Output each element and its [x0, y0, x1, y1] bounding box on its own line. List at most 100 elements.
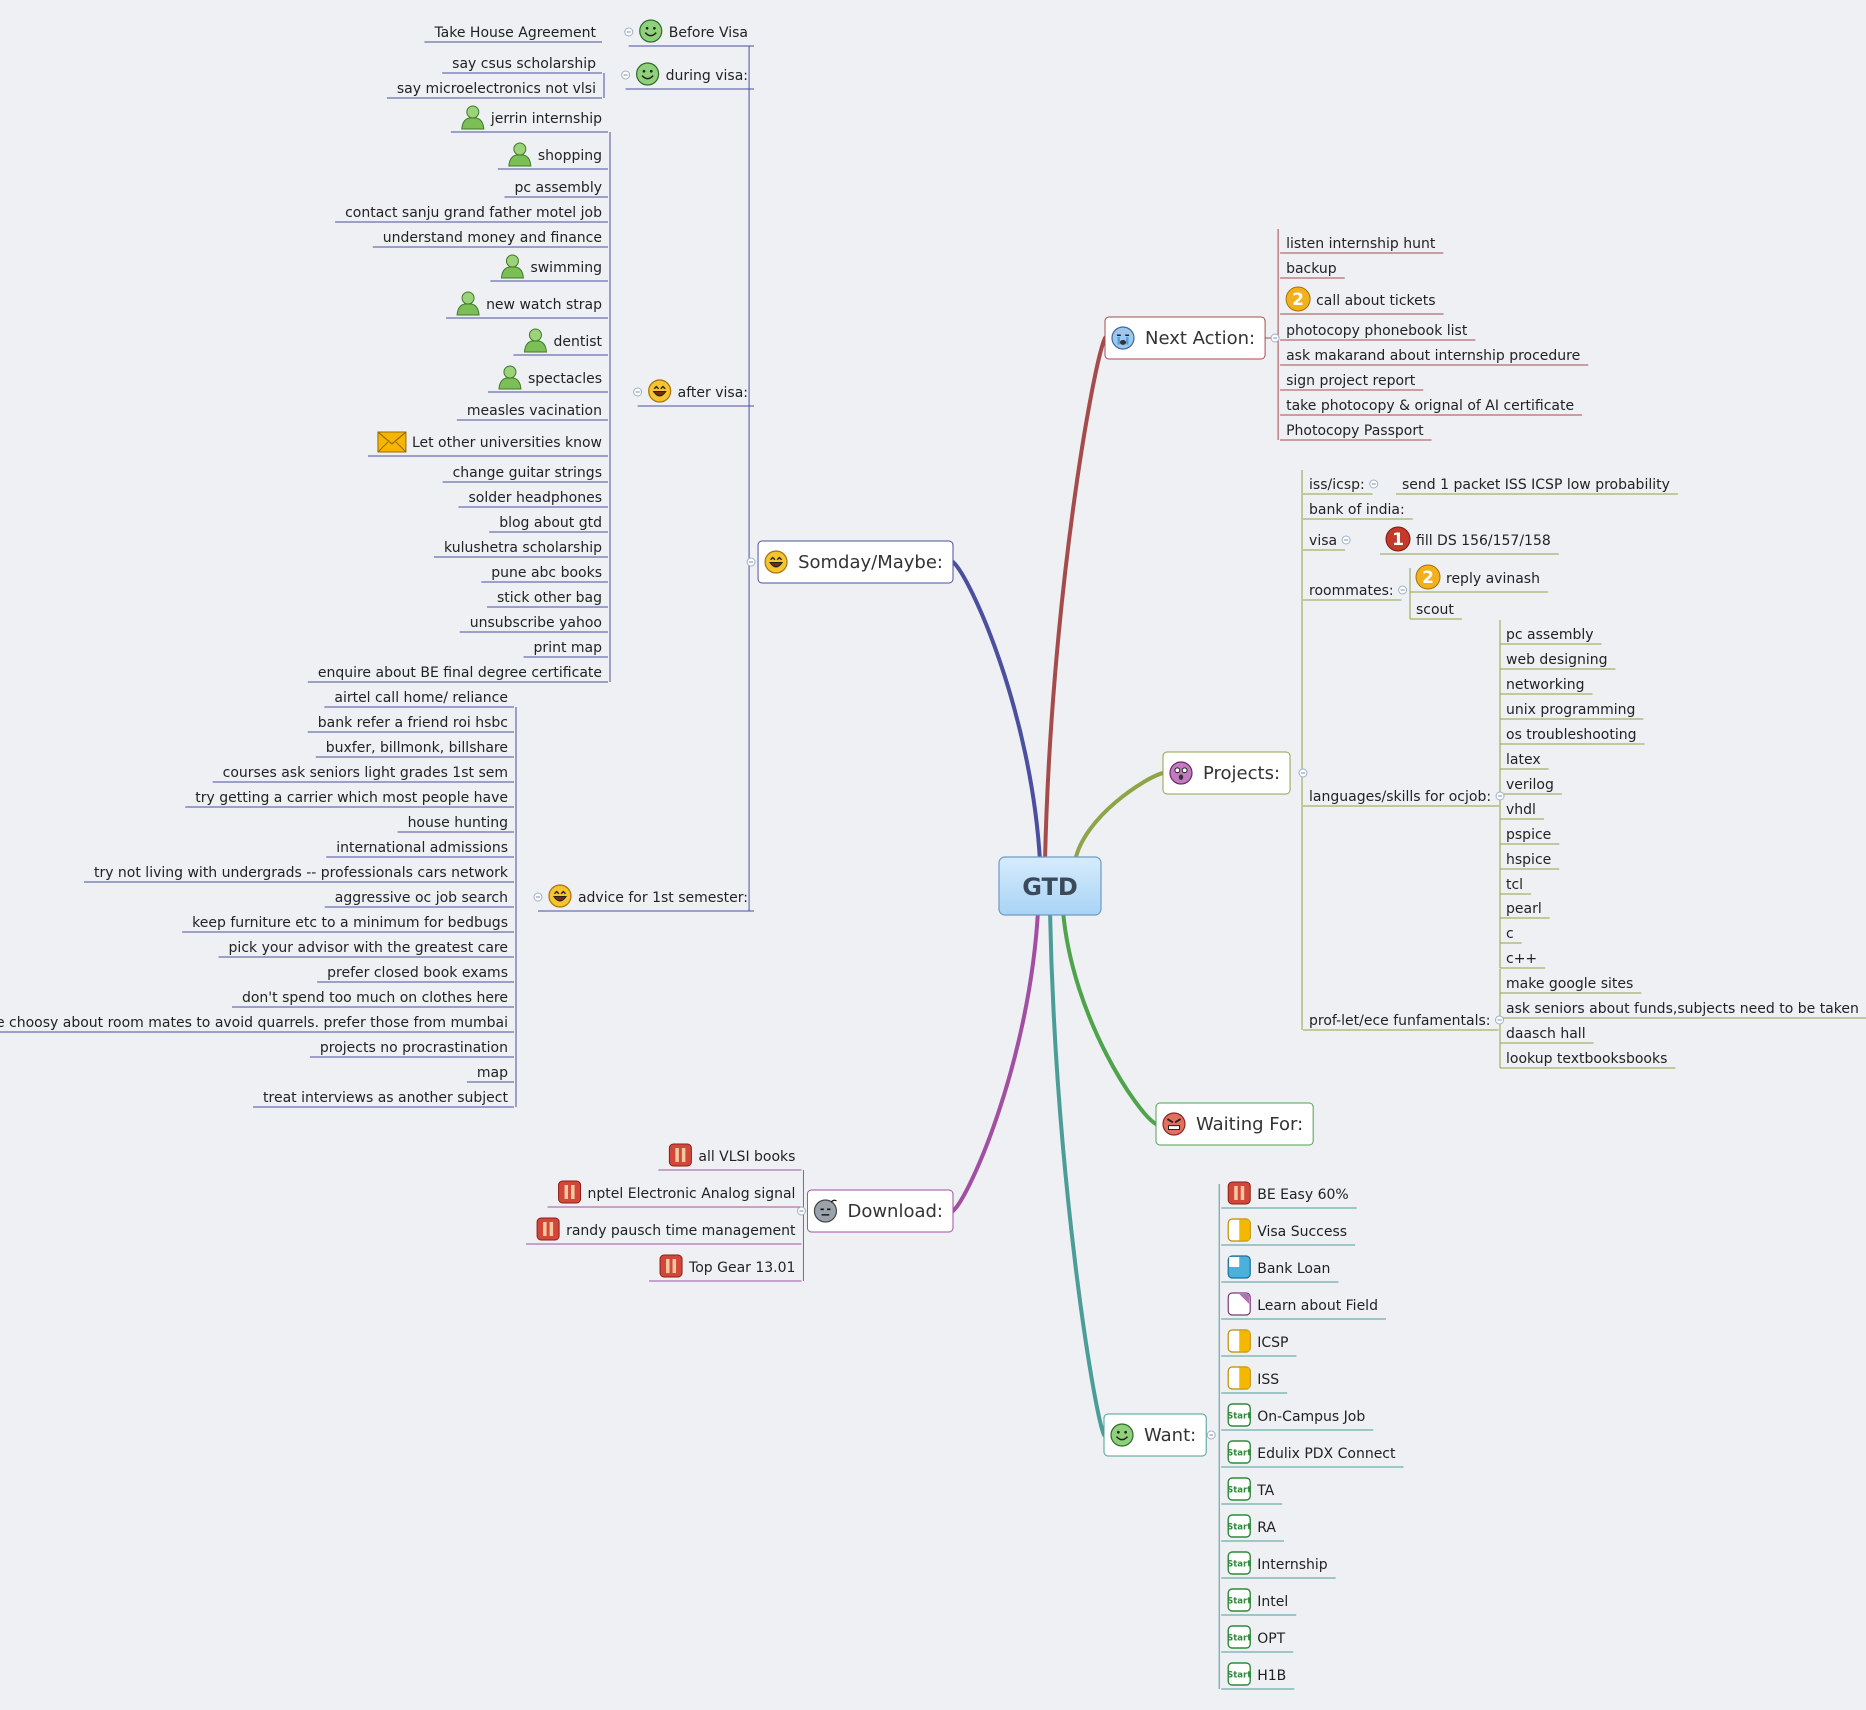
- topic-all-vlsi-books[interactable]: all VLSI books: [668, 1143, 795, 1167]
- topic-kulushetra-scholarship[interactable]: kulushetra scholarship: [444, 540, 602, 556]
- topic-ask-makarand-about-internship-procedure[interactable]: ask makarand about internship procedure: [1286, 348, 1580, 364]
- topic-hspice[interactable]: hspice: [1506, 852, 1551, 868]
- topic-print-map[interactable]: print map: [534, 640, 603, 656]
- collapse-toggle-icon[interactable]: [1398, 585, 1408, 595]
- topic-try-getting-a-carrier-which-most-people-[interactable]: try getting a carrier which most people …: [195, 790, 508, 806]
- topic-house-hunting[interactable]: house hunting: [408, 815, 508, 831]
- main-topic-want[interactable]: Want:: [1103, 1413, 1207, 1457]
- collapse-toggle-icon[interactable]: [1206, 1430, 1216, 1440]
- topic-prof-let-ece-funfamentals[interactable]: prof-let/ece funfamentals:: [1309, 1013, 1490, 1029]
- topic-aggressive-oc-job-search[interactable]: aggressive oc job search: [335, 890, 508, 906]
- topic-pspice[interactable]: pspice: [1506, 827, 1551, 843]
- topic-contact-sanju-grand-father-motel-job[interactable]: contact sanju grand father motel job: [345, 205, 602, 221]
- topic-unsubscribe-yahoo[interactable]: unsubscribe yahoo: [470, 615, 602, 631]
- topic-don-t-spend-too-much-on-clothes-here[interactable]: don't spend too much on clothes here: [242, 990, 508, 1006]
- topic-new-watch-strap[interactable]: new watch strap: [456, 291, 602, 316]
- topic-buxfer-billmonk-billshare[interactable]: buxfer, billmonk, billshare: [326, 740, 508, 756]
- topic-bank-of-india[interactable]: bank of india:: [1309, 502, 1405, 518]
- collapse-toggle-icon[interactable]: [1270, 333, 1280, 343]
- topic-os-troubleshooting[interactable]: os troubleshooting: [1506, 727, 1637, 743]
- topic-iss-icsp[interactable]: iss/icsp:: [1309, 477, 1365, 493]
- topic-c[interactable]: c: [1506, 926, 1514, 942]
- topic-bank-refer-a-friend-roi-hsbc[interactable]: bank refer a friend roi hsbc: [318, 715, 508, 731]
- collapse-toggle-icon[interactable]: [746, 557, 756, 567]
- topic-top-gear-13-01[interactable]: Top Gear 13.01: [659, 1254, 795, 1278]
- topic-bank-loan[interactable]: Bank Loan: [1227, 1255, 1330, 1279]
- topic-try-not-living-with-undergrads-professio[interactable]: try not living with undergrads -- profes…: [94, 865, 509, 881]
- topic-latex[interactable]: latex: [1506, 752, 1541, 768]
- topic-solder-headphones[interactable]: solder headphones: [468, 490, 602, 506]
- topic-be-choosy-about-room-mates-to-avoid-quar[interactable]: be choosy about room mates to avoid quar…: [0, 1015, 508, 1031]
- topic-measles-vacination[interactable]: measles vacination: [467, 403, 602, 419]
- topic-daasch-hall[interactable]: daasch hall: [1506, 1026, 1586, 1042]
- collapse-toggle-icon[interactable]: [624, 27, 634, 37]
- collapse-toggle-icon[interactable]: [1341, 535, 1351, 545]
- main-topic-someday[interactable]: Somday/Maybe:: [757, 540, 954, 584]
- topic-backup[interactable]: backup: [1286, 261, 1337, 277]
- topic-understand-money-and-finance[interactable]: understand money and finance: [383, 230, 602, 246]
- topic-be-easy-60[interactable]: BE Easy 60%: [1227, 1181, 1349, 1205]
- topic-keep-furniture-etc-to-a-minimum-for-bedb[interactable]: keep furniture etc to a minimum for bedb…: [192, 915, 508, 931]
- collapse-toggle-icon[interactable]: [533, 892, 543, 902]
- topic-iss[interactable]: ISS: [1227, 1366, 1279, 1390]
- topic-say-microelectronics-not-vlsi[interactable]: say microelectronics not vlsi: [397, 81, 596, 97]
- topic-learn-about-field[interactable]: Learn about Field: [1227, 1292, 1378, 1316]
- topic-visa-success[interactable]: Visa Success: [1227, 1218, 1347, 1242]
- topic-listen-internship-hunt[interactable]: listen internship hunt: [1286, 236, 1436, 252]
- topic-make-google-sites[interactable]: make google sites: [1506, 976, 1633, 992]
- topic-during-visa[interactable]: during visa:: [636, 62, 748, 86]
- topic-swimming[interactable]: swimming: [500, 254, 602, 279]
- topic-pc-assembly[interactable]: pc assembly: [514, 180, 602, 196]
- central-topic[interactable]: GTD: [998, 856, 1102, 916]
- topic-randy-pausch-time-management[interactable]: randy pausch time management: [536, 1217, 796, 1241]
- topic-courses-ask-seniors-light-grades-1st-sem[interactable]: courses ask seniors light grades 1st sem: [223, 765, 508, 781]
- topic-c[interactable]: c++: [1506, 951, 1537, 967]
- topic-say-csus-scholarship[interactable]: say csus scholarship: [452, 56, 596, 72]
- collapse-toggle-icon[interactable]: [1495, 1015, 1505, 1025]
- topic-spectacles[interactable]: spectacles: [498, 365, 602, 390]
- main-topic-projects[interactable]: Projects:: [1162, 751, 1291, 795]
- topic-jerrin-internship[interactable]: jerrin internship: [461, 105, 602, 130]
- collapse-toggle-icon[interactable]: [1369, 479, 1379, 489]
- topic-after-visa[interactable]: after visa:: [648, 379, 748, 403]
- topic-pearl[interactable]: pearl: [1506, 901, 1542, 917]
- topic-prefer-closed-book-exams[interactable]: prefer closed book exams: [327, 965, 508, 981]
- topic-tcl[interactable]: tcl: [1506, 877, 1523, 893]
- topic-lookup-textbooksbooks[interactable]: lookup textbooksbooks: [1506, 1051, 1667, 1067]
- main-topic-download[interactable]: Download:: [806, 1189, 954, 1233]
- topic-airtel-call-home-reliance[interactable]: airtel call home/ reliance: [334, 690, 508, 706]
- topic-ask-seniors-about-funds-subjects-need-to[interactable]: ask seniors about funds,subjects need to…: [1506, 1001, 1859, 1017]
- topic-blog-about-gtd[interactable]: blog about gtd: [499, 515, 602, 531]
- topic-take-photocopy-orignal-of-ai-certificate[interactable]: take photocopy & orignal of AI certifica…: [1286, 398, 1574, 414]
- topic-languages-skills-for-ocjob[interactable]: languages/skills for ocjob:: [1309, 789, 1491, 805]
- topic-nptel-electronic-analog-signal[interactable]: nptel Electronic Analog signal: [558, 1180, 796, 1204]
- collapse-toggle-icon[interactable]: [796, 1206, 806, 1216]
- topic-visa[interactable]: visa: [1309, 533, 1337, 549]
- topic-web-designing[interactable]: web designing: [1506, 652, 1608, 668]
- topic-sign-project-report[interactable]: sign project report: [1286, 373, 1416, 389]
- topic-take-house-agreement[interactable]: Take House Agreement: [433, 25, 596, 41]
- collapse-toggle-icon[interactable]: [1495, 791, 1505, 801]
- topic-vhdl[interactable]: vhdl: [1506, 802, 1536, 818]
- topic-icsp[interactable]: ICSP: [1227, 1329, 1288, 1353]
- topic-shopping[interactable]: shopping: [508, 142, 602, 167]
- main-topic-waiting[interactable]: Waiting For:: [1155, 1102, 1314, 1146]
- topic-pc-assembly[interactable]: pc assembly: [1506, 627, 1594, 643]
- topic-scout[interactable]: scout: [1416, 602, 1454, 618]
- topic-treat-interviews-as-another-subject[interactable]: treat interviews as another subject: [263, 1090, 508, 1106]
- topic-unix-programming[interactable]: unix programming: [1506, 702, 1635, 718]
- topic-international-admissions[interactable]: international admissions: [336, 840, 508, 856]
- topic-before-visa[interactable]: Before Visa: [639, 19, 748, 43]
- topic-advice-for-1st-semester[interactable]: advice for 1st semester:: [548, 884, 748, 908]
- topic-roommates[interactable]: roommates:: [1309, 583, 1394, 599]
